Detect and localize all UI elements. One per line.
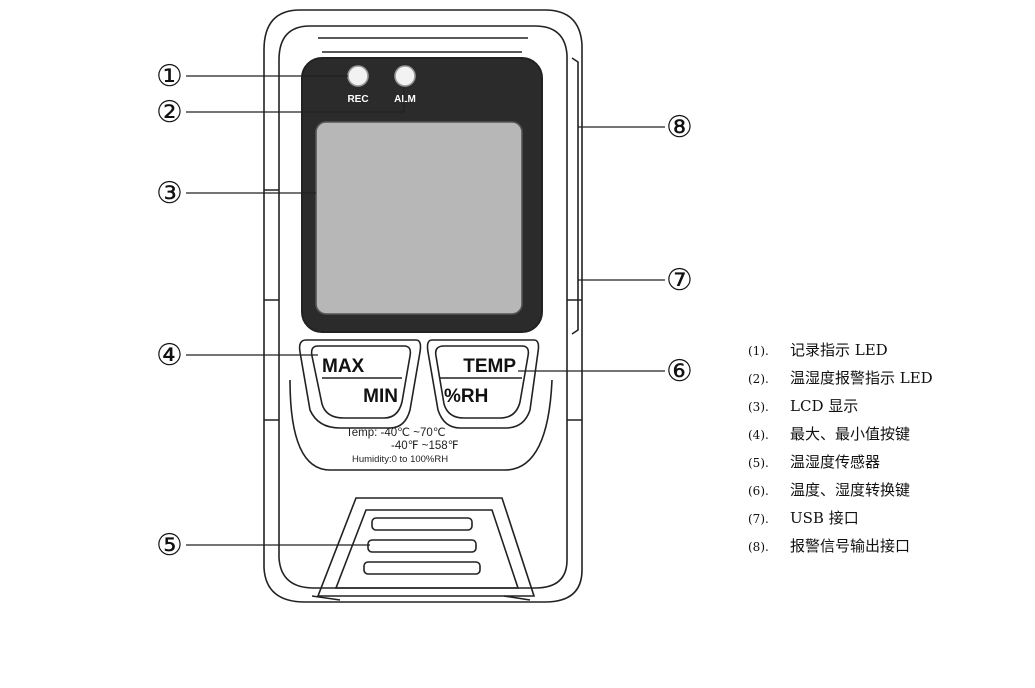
sensor-slot-3 (363, 561, 481, 575)
spec-temp-f: -40℉ ~158℉ (391, 440, 459, 452)
legend-number: (3). (748, 400, 769, 414)
legend-item: (8). 报警信号输出接口 (748, 532, 933, 560)
max-min-button-outer (298, 339, 422, 429)
max-min-button[interactable] (310, 345, 412, 419)
legend-text: LCD 显示 (790, 397, 859, 415)
rec-led-icon (347, 65, 369, 87)
callout-5: ⑤ (156, 528, 183, 563)
legend-text: 温度、湿度转换键 (790, 481, 911, 499)
callout-2: ② (156, 95, 183, 130)
legend-number: (7). (748, 512, 769, 526)
rec-led-label: REC (347, 94, 368, 105)
legend-number: (8). (748, 540, 769, 554)
temp-rh-button-outer (426, 339, 540, 429)
side-seam-lines (264, 189, 582, 421)
legend-text: 温湿度报警指示 LED (790, 369, 933, 387)
legend-text: 温湿度传感器 (790, 453, 881, 471)
callout-1: ① (156, 59, 183, 94)
device-outer-shell (263, 9, 583, 603)
callout-6: ⑥ (666, 354, 693, 389)
alm-led-label: ALM (394, 94, 416, 105)
lower-body-contour (289, 379, 553, 471)
sensor-housing-inner (334, 509, 520, 589)
sensor-slot-2 (367, 539, 477, 553)
legend-number: (6). (748, 484, 769, 498)
rh-label: %RH (444, 386, 488, 407)
bottom-feet (311, 595, 531, 601)
spec-temp-c: Temp: -40℃ ~70℃ (346, 427, 446, 439)
callout-4: ④ (156, 338, 183, 373)
legend: (1).记录指示 LED (2).温湿度报警指示 LED (3).LCD 显示 … (748, 336, 933, 560)
side-port (571, 57, 579, 335)
legend-text: 记录指示 LED (790, 341, 888, 359)
legend-text: 报警信号输出接口 (790, 537, 911, 555)
max-label: MAX (322, 356, 365, 377)
legend-number: (4). (748, 428, 769, 442)
legend-item: (6). 温度、湿度转换键 (748, 476, 933, 504)
callout-3: ③ (156, 176, 183, 211)
alm-led-icon (394, 65, 416, 87)
sensor-slot-1 (371, 517, 473, 531)
top-cap-line (318, 37, 528, 53)
temp-rh-button[interactable] (434, 345, 530, 419)
legend-item: (3). LCD 显示 (748, 392, 933, 420)
legend-number: (2). (748, 372, 769, 386)
legend-text: 最大、最小值按键 (790, 425, 911, 443)
legend-item: (1). 记录指示 LED (748, 336, 933, 364)
legend-number: (1). (748, 344, 769, 358)
legend-item: (5). 温湿度传感器 (748, 448, 933, 476)
spec-humidity: Humidity:0 to 100%RH (352, 454, 448, 465)
lcd-screen (315, 121, 523, 315)
legend-item: (7). USB 接口 (748, 504, 933, 532)
legend-item: (2). 温湿度报警指示 LED (748, 364, 933, 392)
legend-item: (4). 最大、最小值按键 (748, 420, 933, 448)
legend-number: (5). (748, 456, 769, 470)
callout-7: ⑦ (666, 263, 693, 298)
device-inner-shell (278, 25, 568, 589)
temp-label: TEMP (463, 356, 516, 377)
legend-text: USB 接口 (790, 509, 859, 527)
callout-8: ⑧ (666, 110, 693, 145)
min-label: MIN (363, 386, 398, 407)
sensor-housing (316, 497, 536, 597)
